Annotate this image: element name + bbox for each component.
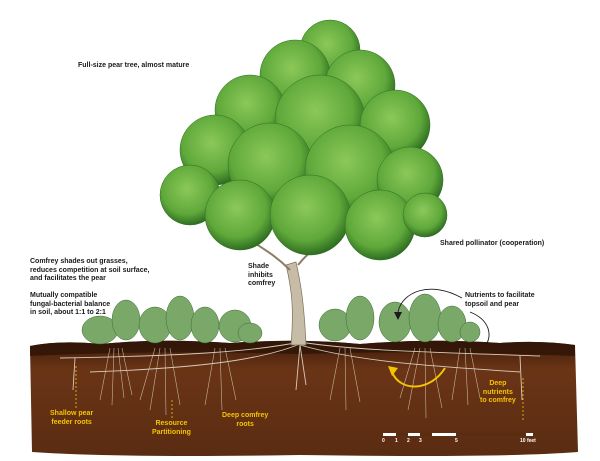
scale-tick-5: 5 (455, 438, 458, 444)
comfrey-roots (99, 347, 481, 419)
scale-tick-1: 1 (395, 438, 398, 444)
deep-nutrients-label: Deep nutrients to comfrey (480, 380, 516, 404)
comfrey-shade-label: Comfrey shades out grasses, reduces comp… (30, 258, 150, 282)
deep-comfrey-roots-label: Deep comfrey roots (222, 412, 269, 428)
comfrey-plants (81, 293, 481, 345)
scale-bar (383, 433, 533, 436)
nutrients-arrow (397, 288, 463, 313)
shallow-roots-label: Shallow pear feeder roots (50, 410, 94, 426)
nutrients-arrowhead (394, 312, 402, 320)
tree-label: Full-size pear tree, almost mature (78, 62, 190, 69)
pear-roots (59, 341, 541, 401)
nutrient-cycle-arrowhead (388, 366, 398, 376)
pollinator-label: Shared pollinator (cooperation) (440, 240, 545, 247)
scale-tick-0: 0 (382, 438, 385, 444)
resource-partitioning-label: Resource Partitioning (152, 420, 191, 436)
pear-tree-trunk (285, 261, 307, 346)
pear-tree-canopy (159, 19, 448, 261)
nutrients-label: Nutrients to facilitate topsoil and pear (465, 292, 535, 308)
nutrient-cycle-arrow (391, 367, 446, 388)
fungal-balance-label: Mutually compatible fungal-bacterial bal… (30, 292, 111, 316)
shade-inhibits-label: Shade inhibits comfrey (248, 263, 276, 287)
nutrients-arrow-right (469, 311, 490, 346)
scale-tick-3: 3 (419, 438, 422, 444)
root-depth-markers (75, 366, 524, 420)
scale-tick-2: 2 (407, 438, 410, 444)
scale-tick-10: 10 feet (520, 438, 536, 444)
